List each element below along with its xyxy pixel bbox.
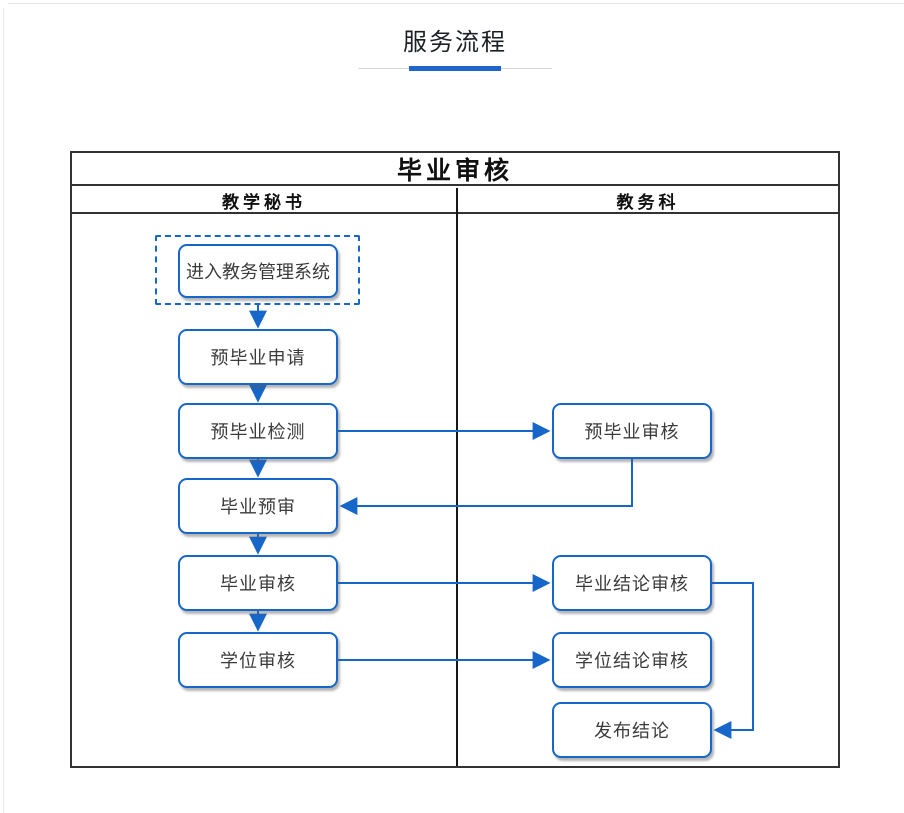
underline-accent-bar [409,66,501,71]
node-degree-review: 学位审核 [178,632,338,688]
card-top-border [8,3,904,4]
node-graduation-pre-review: 毕业预审 [178,478,338,534]
page-title: 服务流程 [403,29,507,56]
node-graduation-conclusion-audit: 毕业结论审核 [552,555,712,611]
edge-gradconclusion-to-publish [712,582,754,739]
lane-header-academic-affairs: 教务科 [616,192,680,212]
flowchart-title: 毕业审核 [72,153,838,186]
node-publish-conclusion: 发布结论 [552,702,712,758]
node-pre-graduation-audit: 预毕业审核 [552,403,712,459]
page-header: 服务流程 [70,0,840,73]
node-enter-system: 进入教务管理系统 [178,244,338,298]
node-pre-graduation-apply: 预毕业申请 [178,329,338,385]
lane-header-row: 教学秘书 教务科 [72,188,838,214]
title-underline [358,66,552,73]
node-pre-graduation-check: 预毕业检测 [178,403,338,459]
card-left-border [3,8,4,813]
flow-connectors [249,305,754,739]
lane-header-teaching-secretary: 教学秘书 [222,192,306,212]
edge-preaudit-to-prereview [339,459,633,515]
flowchart-frame: 毕业审核 教学秘书 教务科 进入教务管理系统 预毕业申请 预毕业检测 毕业预审 … [70,151,840,768]
node-graduation-review: 毕业审核 [178,555,338,611]
lane-divider [456,188,458,766]
node-degree-conclusion-audit: 学位结论审核 [552,632,712,688]
start-node-dashed-frame [155,235,360,305]
